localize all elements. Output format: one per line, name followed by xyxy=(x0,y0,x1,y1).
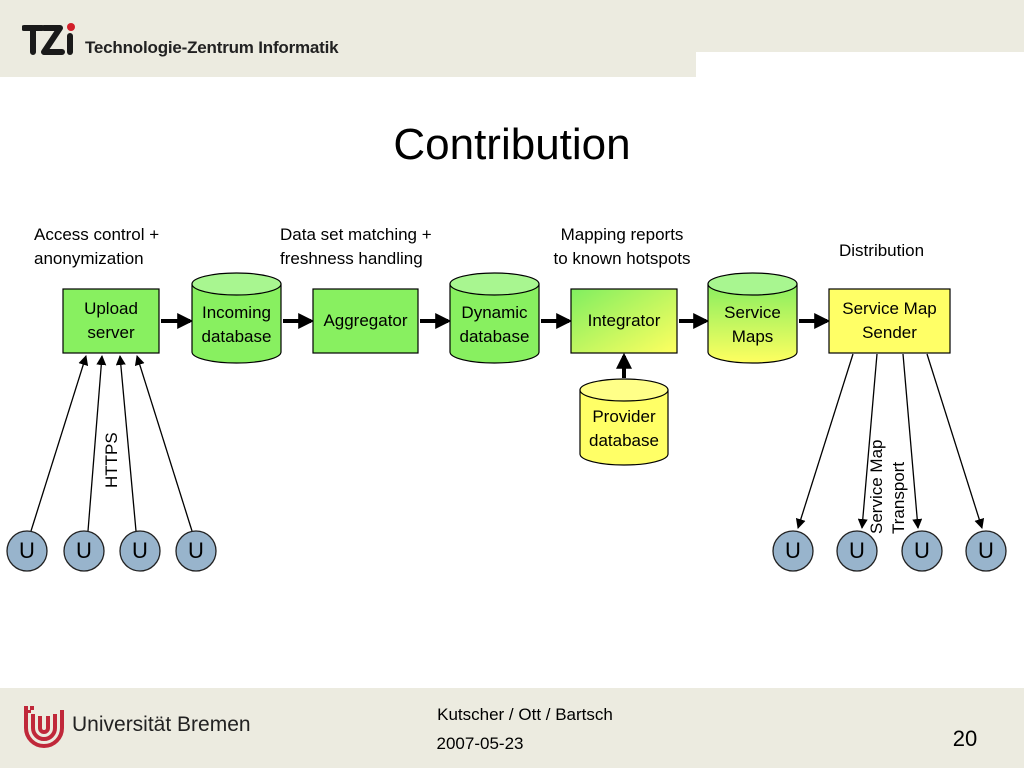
dynamic-database-cylinder[interactable] xyxy=(449,272,540,364)
label-line: database xyxy=(589,431,659,450)
authors: Kutscher / Ott / Bartsch xyxy=(437,705,613,724)
upload-arrow xyxy=(115,355,137,532)
label-line: Service Map xyxy=(867,439,886,534)
aggregator-label: Aggregator xyxy=(313,289,418,353)
caption-distribution: Distribution xyxy=(839,241,925,260)
dynamic-database-label: Dynamic database xyxy=(450,296,539,354)
label-line: database xyxy=(201,327,272,346)
left-users xyxy=(6,530,217,572)
user-node[interactable] xyxy=(63,530,105,572)
caption-line: anonymization xyxy=(34,249,144,268)
caption-line: Mapping reports xyxy=(560,225,684,244)
caption-data-matching: Data set matching + freshness handling xyxy=(280,223,432,271)
header-band xyxy=(0,0,1024,52)
user-node[interactable] xyxy=(119,530,161,572)
user-node[interactable] xyxy=(6,530,48,572)
university-bremen-logo-icon xyxy=(24,706,64,748)
user-label: U xyxy=(132,538,148,563)
https-arrows xyxy=(30,355,193,532)
label-line: Service Map xyxy=(842,299,937,318)
user-label: U xyxy=(785,538,801,563)
slide-title: Contribution xyxy=(393,120,631,169)
label-line: Provider xyxy=(592,407,656,426)
user-label: U xyxy=(978,538,994,563)
user-node[interactable] xyxy=(965,530,1007,572)
label-line: Service xyxy=(724,303,781,322)
label-line: server xyxy=(87,323,135,342)
tzi-logo-icon xyxy=(22,23,75,55)
integrator-label: Integrator xyxy=(571,289,677,353)
user-label: U xyxy=(76,538,92,563)
upload-arrow xyxy=(30,355,89,532)
https-label: HTTPS xyxy=(102,432,121,488)
user-label: U xyxy=(849,538,865,563)
download-arrow xyxy=(857,353,878,529)
label-line: Maps xyxy=(731,327,774,346)
label-line: Integrator xyxy=(587,311,661,330)
page-number: 20 xyxy=(952,726,978,751)
caption-line: Access control + xyxy=(34,225,160,244)
presentation-date: 2007-05-23 xyxy=(436,734,524,753)
transport-arrows xyxy=(795,353,985,529)
incoming-database-label: Incoming database xyxy=(192,296,281,354)
user-label: U xyxy=(914,538,930,563)
caption-line: freshness handling xyxy=(280,249,423,268)
upload-arrow xyxy=(87,355,107,532)
right-users xyxy=(772,530,1007,572)
label-line: database xyxy=(459,327,530,346)
download-arrow xyxy=(902,353,923,529)
upload-arrow xyxy=(134,355,193,532)
user-label: U xyxy=(19,538,35,563)
service-map-sender-box[interactable] xyxy=(828,288,951,354)
incoming-database-cylinder[interactable] xyxy=(191,272,282,364)
aggregator-box[interactable] xyxy=(312,288,419,354)
user-node[interactable] xyxy=(901,530,943,572)
caption-line: to known hotspots xyxy=(553,249,691,268)
user-node[interactable] xyxy=(175,530,217,572)
integrator-box[interactable] xyxy=(570,288,678,354)
download-arrow xyxy=(926,353,985,529)
header-band-extension xyxy=(0,52,696,77)
caption-mapping-reports: Mapping reports to known hotspots xyxy=(532,223,712,271)
provider-database-cylinder[interactable] xyxy=(579,378,669,466)
institute-name: Technologie-Zentrum Informatik xyxy=(85,38,339,57)
university-name: Universität Bremen xyxy=(72,713,251,736)
service-maps-cylinder[interactable] xyxy=(707,272,798,364)
upload-server-box[interactable] xyxy=(62,288,160,354)
user-node[interactable] xyxy=(772,530,814,572)
label-line: Aggregator xyxy=(323,311,408,330)
user-node[interactable] xyxy=(836,530,878,572)
caption-line: Data set matching + xyxy=(280,225,432,244)
label-line: Incoming xyxy=(202,303,271,322)
label-line: Dynamic xyxy=(461,303,528,322)
flow-arrows xyxy=(161,313,831,378)
download-arrow xyxy=(795,353,854,529)
provider-database-label: Provider database xyxy=(580,401,668,457)
footer-band xyxy=(0,688,1024,768)
label-line: Sender xyxy=(862,323,917,342)
upload-server-label: Upload server xyxy=(63,289,159,353)
user-label: U xyxy=(188,538,204,563)
caption-access-control: Access control + anonymization xyxy=(34,223,159,271)
label-line: Transport xyxy=(889,461,908,534)
label-line: Upload xyxy=(84,299,138,318)
service-map-transport-label: Service Map Transport xyxy=(866,440,910,534)
